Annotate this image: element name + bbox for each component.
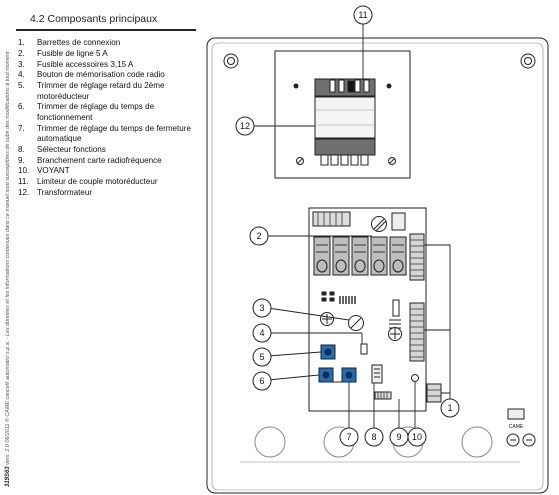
plate-hole <box>386 83 392 89</box>
list-item: 6. Trimmer de réglage du temps de fonctio… <box>0 102 208 123</box>
section-header: 4.2 Composants principaux <box>16 12 196 31</box>
terminal-block-upper <box>409 233 425 281</box>
relay <box>332 236 350 276</box>
callout-label: 3 <box>259 303 264 313</box>
item-number: 7. <box>18 123 25 133</box>
callout-1 <box>440 398 460 418</box>
item-text: Trimmer de réglage retard du 2ème motoré… <box>37 81 165 101</box>
top-connector-strip <box>312 211 351 227</box>
corner-screw-top-right <box>520 53 536 69</box>
list-item: 10. VOYANT <box>0 166 208 176</box>
callout-7 <box>339 427 359 447</box>
item-text: Trimmer de réglage du temps de fermeture… <box>37 123 191 143</box>
list-item: 3. Fusible accessoires 3,15 A <box>0 60 208 70</box>
item-number: 4. <box>18 70 25 80</box>
item-number: 9. <box>18 155 25 165</box>
transformer <box>314 78 376 166</box>
plate-screw <box>296 157 304 165</box>
radio-card-connector <box>374 391 392 400</box>
radio-code-button <box>360 343 368 355</box>
callout-label: 2 <box>256 231 261 241</box>
enclosure-inner-outline <box>211 42 544 491</box>
led-indicator <box>411 374 419 382</box>
terminal-block-bottom <box>426 383 442 403</box>
item-text: VOYANT <box>37 166 70 176</box>
callout-label: 4 <box>259 328 264 338</box>
item-number: 11. <box>18 177 29 187</box>
item-number: 2. <box>18 48 25 58</box>
callout-label: 8 <box>371 432 376 442</box>
callout-label: 9 <box>396 432 401 442</box>
relay <box>370 236 388 276</box>
item-text: Transformateur <box>37 187 93 197</box>
callout-8 <box>364 427 384 447</box>
item-number: 6. <box>18 102 25 112</box>
list-item: 2. Fusible de ligne 5 A <box>0 49 208 59</box>
accessory-fuse <box>348 315 364 331</box>
callout-10 <box>407 427 427 447</box>
item-text: Sélecteur fonctions <box>37 144 106 154</box>
item-number: 8. <box>18 144 25 154</box>
corner-screw-top-left <box>223 53 239 69</box>
leader-lines <box>254 24 451 428</box>
callout-11 <box>353 5 373 25</box>
list-item: 5. Trimmer de réglage retard du 2ème moto… <box>0 81 208 102</box>
item-number: 10. <box>18 166 30 176</box>
callout-3 <box>252 298 272 318</box>
small-components <box>321 291 401 329</box>
plate-screw <box>388 157 396 165</box>
callout-5 <box>252 347 272 367</box>
mounting-screw <box>320 312 334 326</box>
callout-label: 5 <box>259 352 264 362</box>
came-logo-badge <box>506 408 536 447</box>
relay <box>313 236 331 276</box>
callout-label: 1 <box>447 403 452 413</box>
line-fuse <box>371 216 387 232</box>
list-item: 7. Trimmer de réglage du temps de fermetu… <box>0 124 208 145</box>
section-title: 4.2 Composants principaux <box>30 13 158 25</box>
item-text: Bouton de mémorisation code radio <box>37 70 165 80</box>
callout-label: 6 <box>259 376 264 386</box>
enclosure-outline <box>206 37 549 494</box>
item-number: 12. <box>18 187 30 197</box>
cable-entry <box>254 426 286 458</box>
item-text: Fusible de ligne 5 A <box>37 48 108 58</box>
callout-label: 11 <box>358 10 367 20</box>
control-board <box>308 207 442 412</box>
function-selector <box>371 364 383 384</box>
components-list: 1. Barrettes de connexion 2. Fusible de li… <box>0 38 208 199</box>
item-number: 3. <box>18 59 25 69</box>
item-number: 5. <box>18 81 25 91</box>
list-item: 11. Limiteur de couple motoréducteur <box>0 177 208 187</box>
callout-6 <box>252 371 272 391</box>
item-text: Trimmer de réglage du temps de fonctionn… <box>37 102 155 122</box>
transformer-plate <box>274 50 411 179</box>
callout-4 <box>252 323 272 343</box>
torque-limiter-terminal <box>347 80 355 93</box>
cable-entry <box>461 426 493 458</box>
item-text: Barrettes de connexion <box>37 38 121 47</box>
item-text: Branchement carte radiofréquence <box>37 155 162 165</box>
list-item: 9. Branchement carte radiofréquence <box>0 156 208 166</box>
relay <box>389 236 407 276</box>
item-text: Fusible accessoires 3,15 A <box>37 59 134 69</box>
terminal-block-lower <box>409 302 425 362</box>
list-item: 4. Bouton de mémorisation code radio <box>0 70 208 80</box>
callout-label: 10 <box>412 432 422 442</box>
callout-2 <box>249 226 269 246</box>
plate-hole <box>293 83 299 89</box>
came-logo-text: CAME <box>509 424 524 430</box>
relay <box>351 236 369 276</box>
list-item: 8. Sélecteur fonctions <box>0 145 208 155</box>
item-text: Limiteur de couple motoréducteur <box>37 177 158 187</box>
item-number: 1. <box>18 38 25 47</box>
list-item: 1. Barrettes de connexion <box>0 38 208 48</box>
relay-bank <box>313 236 407 276</box>
callout-12 <box>235 116 255 136</box>
mounting-screw <box>388 327 402 341</box>
list-item: 12. Transformateur <box>0 188 208 198</box>
callout-label: 7 <box>346 432 351 442</box>
callout-label: 12 <box>240 121 250 131</box>
